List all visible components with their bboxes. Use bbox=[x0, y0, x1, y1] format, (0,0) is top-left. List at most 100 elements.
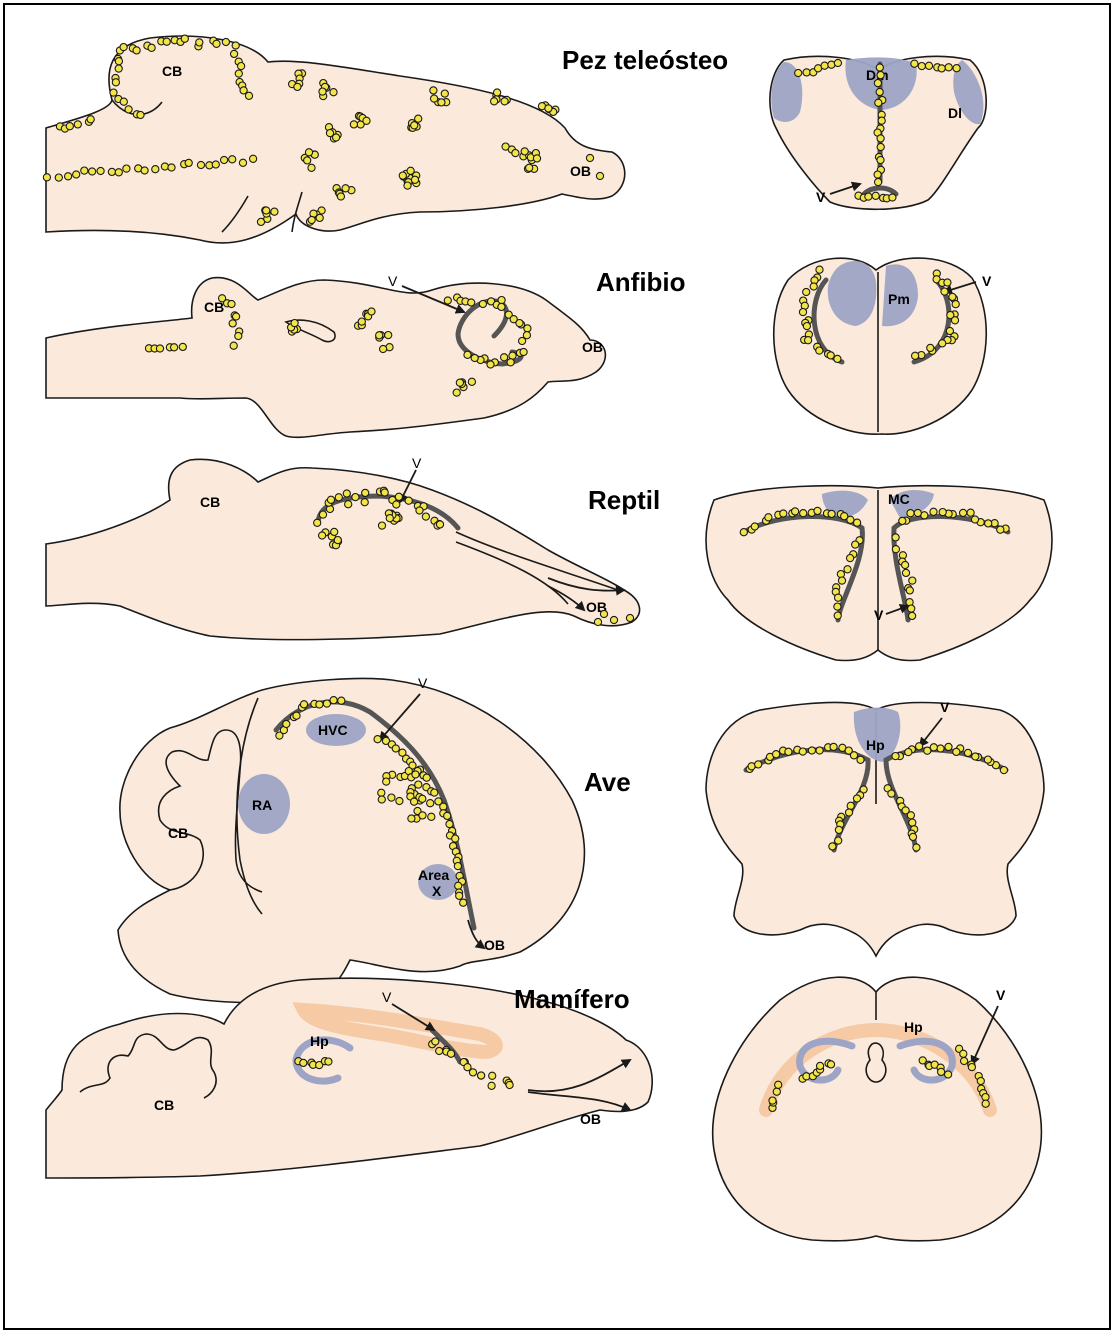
precursor-cell bbox=[845, 809, 852, 816]
precursor-cell bbox=[785, 748, 792, 755]
precursor-cell bbox=[906, 587, 913, 594]
precursor-cell bbox=[916, 743, 923, 750]
precursor-cell bbox=[141, 167, 148, 174]
precursor-cell bbox=[263, 207, 270, 214]
precursor-cell bbox=[455, 882, 462, 889]
precursor-cell bbox=[953, 748, 960, 755]
precursor-cell bbox=[89, 168, 96, 175]
precursor-cell bbox=[363, 117, 370, 124]
precursor-cell bbox=[852, 541, 859, 548]
precursor-cell bbox=[422, 513, 429, 520]
precursor-cell bbox=[834, 355, 841, 362]
precursor-cell bbox=[960, 509, 967, 516]
precursor-cell bbox=[432, 1038, 439, 1045]
precursor-cell bbox=[362, 489, 369, 496]
precursor-cell bbox=[115, 169, 122, 176]
precursor-cell bbox=[961, 1057, 968, 1064]
precursor-cell bbox=[231, 50, 238, 57]
precursor-cell bbox=[378, 522, 385, 529]
precursor-cell bbox=[120, 98, 127, 105]
precursor-cell bbox=[396, 797, 403, 804]
bird-coronal-v-label: V bbox=[940, 699, 950, 715]
precursor-cell bbox=[907, 510, 914, 517]
precursor-cell bbox=[927, 344, 934, 351]
precursor-cell bbox=[412, 771, 419, 778]
precursor-cell bbox=[874, 80, 881, 87]
precursor-cell bbox=[431, 789, 438, 796]
precursor-cell bbox=[393, 501, 400, 508]
precursor-cell bbox=[479, 300, 486, 307]
precursor-cell bbox=[488, 1082, 495, 1089]
precursor-cell bbox=[358, 318, 365, 325]
precursor-cell bbox=[878, 117, 885, 124]
teleost-v-label: V bbox=[816, 189, 826, 205]
precursor-cell bbox=[168, 164, 175, 171]
precursor-cell bbox=[814, 507, 821, 514]
precursor-cell bbox=[374, 736, 381, 743]
precursor-cell bbox=[419, 812, 426, 819]
bird-title: Ave bbox=[584, 767, 631, 797]
precursor-cell bbox=[835, 826, 842, 833]
precursor-cell bbox=[245, 92, 252, 99]
precursor-cell bbox=[545, 105, 552, 112]
precursor-cell bbox=[892, 546, 899, 553]
row-mammal: Hp CB OB V Mamífero Hp V bbox=[46, 977, 1041, 1241]
mammal-title: Mamífero bbox=[514, 984, 630, 1014]
precursor-cell bbox=[498, 297, 505, 304]
precursor-cell bbox=[899, 517, 906, 524]
precursor-cell bbox=[850, 752, 857, 759]
precursor-cell bbox=[411, 176, 418, 183]
precursor-cell bbox=[331, 528, 338, 535]
precursor-cell bbox=[407, 167, 414, 174]
precursor-cell bbox=[456, 379, 463, 386]
precursor-cell bbox=[464, 351, 471, 358]
precursor-cell bbox=[446, 821, 453, 828]
precursor-cell bbox=[594, 618, 601, 625]
bird-v-label: V bbox=[418, 675, 428, 691]
precursor-cell bbox=[250, 155, 257, 162]
precursor-cell bbox=[907, 812, 914, 819]
bird-area-label-2: X bbox=[432, 883, 442, 899]
precursor-cell bbox=[972, 753, 979, 760]
bird-cb-label: CB bbox=[168, 825, 188, 841]
precursor-cell bbox=[342, 185, 349, 192]
precursor-cell bbox=[333, 134, 340, 141]
reptile-title: Reptil bbox=[588, 485, 660, 515]
precursor-cell bbox=[316, 701, 323, 708]
mammal-coronal-hp-label: Hp bbox=[904, 1019, 923, 1035]
amphibian-coronal-v-label: V bbox=[982, 273, 992, 289]
precursor-cell bbox=[108, 168, 115, 175]
precursor-cell bbox=[233, 313, 240, 320]
precursor-cell bbox=[520, 348, 527, 355]
precursor-cell bbox=[491, 98, 498, 105]
precursor-cell bbox=[171, 344, 178, 351]
precursor-cell bbox=[361, 499, 368, 506]
precursor-cell bbox=[985, 520, 992, 527]
precursor-cell bbox=[519, 337, 526, 344]
precursor-cell bbox=[294, 83, 301, 90]
precursor-cell bbox=[902, 569, 909, 576]
precursor-cell bbox=[795, 69, 802, 76]
precursor-cell bbox=[232, 42, 239, 49]
precursor-cell bbox=[773, 1088, 780, 1095]
precursor-cell bbox=[335, 494, 342, 501]
precursor-cell bbox=[323, 700, 330, 707]
precursor-cell bbox=[997, 526, 1004, 533]
precursor-cell bbox=[524, 325, 531, 332]
precursor-cell bbox=[960, 1050, 967, 1057]
bird-ob-label: OB bbox=[484, 937, 505, 953]
precursor-cell bbox=[930, 508, 937, 515]
precursor-cell bbox=[918, 63, 925, 70]
precursor-cell bbox=[316, 214, 323, 221]
precursor-cell bbox=[468, 378, 475, 385]
precursor-cell bbox=[453, 389, 460, 396]
precursor-cell bbox=[816, 347, 823, 354]
precursor-cell bbox=[228, 300, 235, 307]
precursor-cell bbox=[197, 161, 204, 168]
precursor-cell bbox=[964, 749, 971, 756]
precursor-cell bbox=[506, 1081, 513, 1088]
precursor-cell bbox=[447, 1050, 454, 1057]
precursor-cell bbox=[368, 308, 375, 315]
precursor-cell bbox=[81, 167, 88, 174]
precursor-cell bbox=[1000, 767, 1007, 774]
